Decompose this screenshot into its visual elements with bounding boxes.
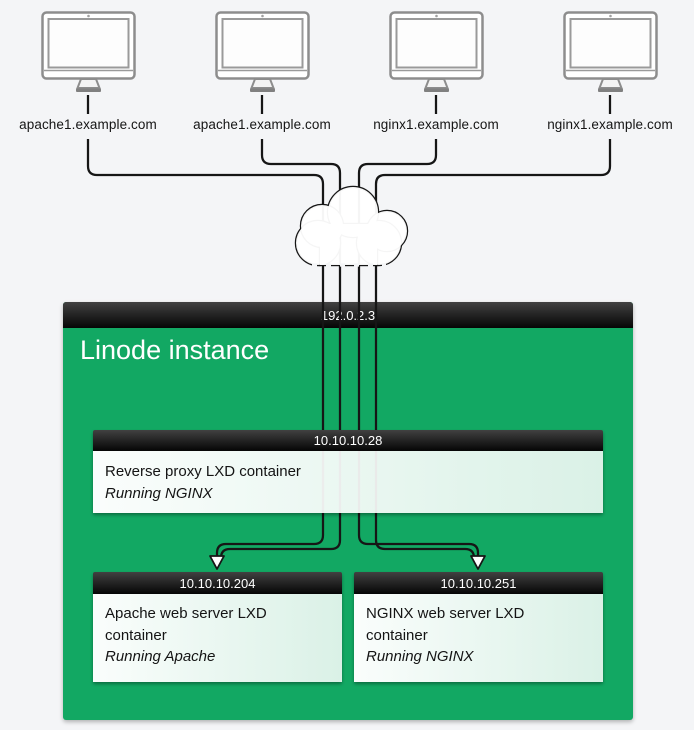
client-domain-label: nginx1.example.com	[547, 117, 673, 132]
client-workstation-3	[388, 11, 484, 95]
apache-title: Apache web server LXD container	[105, 605, 267, 644]
client-domain-label: apache1.example.com	[19, 117, 157, 132]
camera-dot-icon	[434, 14, 438, 18]
client-domain-label: nginx1.example.com	[373, 117, 499, 132]
nginx-container-box: 10.10.10.251 NGINX web server LXD contai…	[354, 572, 603, 682]
cloud-icon	[294, 185, 409, 267]
apache-subtitle: Running Apache	[105, 648, 216, 665]
desktop-monitor-icon	[40, 11, 136, 92]
apache-ip-label: 10.10.10.204	[179, 575, 256, 591]
nginx-box-body: NGINX web server LXD container Running N…	[354, 594, 603, 682]
linode-instance-title: Linode instance	[80, 335, 270, 365]
client-domain-label: apache1.example.com	[193, 117, 331, 132]
container-ip-bar: 10.10.10.204	[93, 572, 342, 594]
container-ip-bar: 10.10.10.251	[354, 572, 603, 594]
camera-dot-icon	[260, 14, 264, 18]
desktop-monitor-icon	[562, 11, 658, 92]
public-ip-label: 192.0.2.3	[320, 307, 376, 323]
client-workstation-4	[562, 11, 658, 95]
proxy-ip-label: 10.10.10.28	[313, 433, 383, 448]
camera-dot-icon	[608, 14, 612, 18]
proxy-subtitle: Running NGINX	[105, 484, 213, 502]
proxy-title: Reverse proxy LXD container	[105, 463, 301, 480]
client-workstation-1	[40, 11, 136, 95]
apache-box-body: Apache web server LXD container Running …	[93, 594, 342, 682]
nginx-subtitle: Running NGINX	[366, 648, 474, 665]
apache-container-box: 10.10.10.204 Apache web server LXD conta…	[93, 572, 342, 682]
nginx-title: NGINX web server LXD container	[366, 605, 525, 644]
desktop-monitor-icon	[214, 11, 310, 92]
client-workstation-2	[214, 11, 310, 95]
camera-dot-icon	[86, 14, 90, 18]
nginx-ip-label: 10.10.10.251	[440, 575, 517, 591]
reverse-proxy-container-box: 10.10.10.28 Reverse proxy LXD container …	[93, 430, 603, 513]
desktop-monitor-icon	[388, 11, 484, 92]
proxy-box-body: Reverse proxy LXD container Running NGIN…	[93, 451, 603, 513]
public-ip-bar: 192.0.2.3	[63, 302, 633, 328]
container-ip-bar: 10.10.10.28	[93, 430, 603, 451]
